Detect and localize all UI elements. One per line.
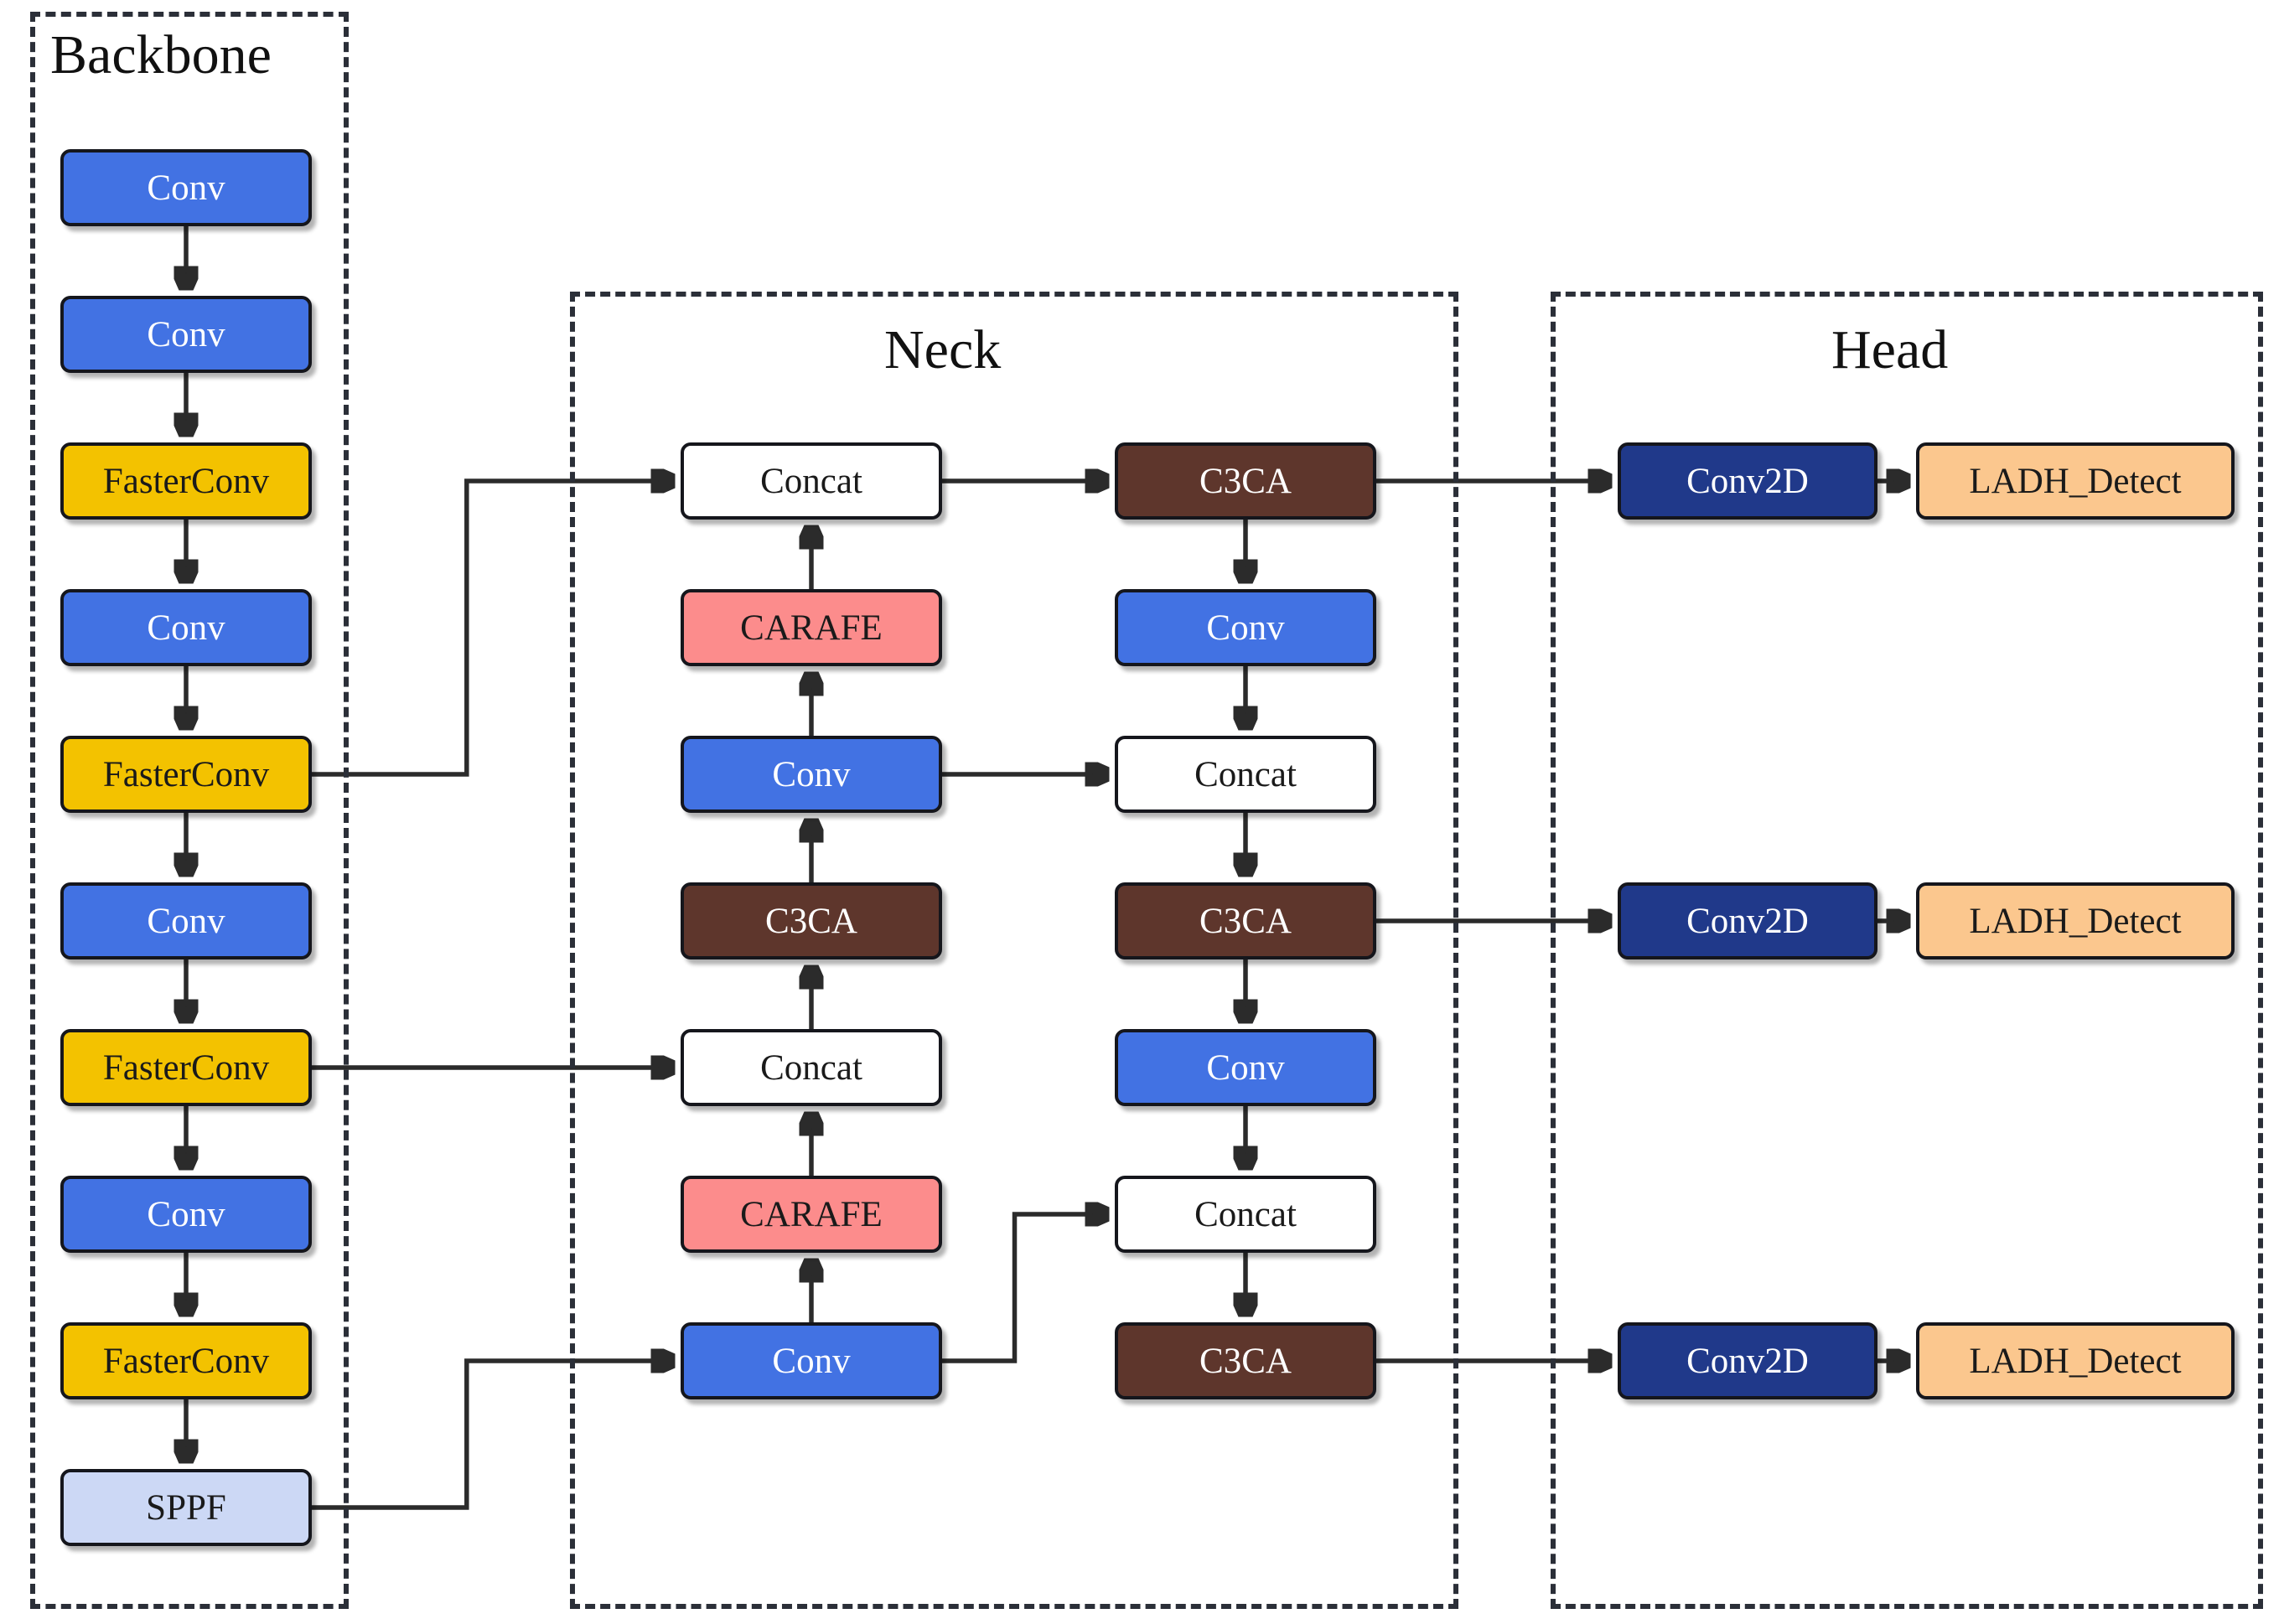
node-conv-b4[interactable]: Conv	[60, 589, 312, 666]
node-conv-b8[interactable]: Conv	[60, 1176, 312, 1253]
node-c3ca-m4[interactable]: C3CA	[1115, 882, 1376, 959]
node-c3ca-m7[interactable]: C3CA	[1115, 1322, 1376, 1399]
group-box-head	[1551, 292, 2263, 1609]
group-box-neck	[570, 292, 1458, 1609]
node-conv-n3[interactable]: Conv	[681, 736, 942, 813]
node-conv-b1[interactable]: Conv	[60, 149, 312, 226]
node-concat-m3[interactable]: Concat	[1115, 736, 1376, 813]
node-sppf-b10[interactable]: SPPF	[60, 1469, 312, 1546]
node-carafe-n6[interactable]: CARAFE	[681, 1176, 942, 1253]
node-c3ca-n4[interactable]: C3CA	[681, 882, 942, 959]
node-conv-m2[interactable]: Conv	[1115, 589, 1376, 666]
node-conv2d-h1[interactable]: Conv2D	[1618, 442, 1877, 520]
node-conv-n7[interactable]: Conv	[681, 1322, 942, 1399]
node-fasterconv-b7[interactable]: FasterConv	[60, 1029, 312, 1106]
group-title-head: Head	[1831, 319, 1949, 380]
node-conv2d-h5[interactable]: Conv2D	[1618, 1322, 1877, 1399]
node-carafe-n2[interactable]: CARAFE	[681, 589, 942, 666]
node-ladh-h4[interactable]: LADH_Detect	[1916, 882, 2235, 959]
node-ladh-h2[interactable]: LADH_Detect	[1916, 442, 2235, 520]
node-conv2d-h3[interactable]: Conv2D	[1618, 882, 1877, 959]
node-conv-m5[interactable]: Conv	[1115, 1029, 1376, 1106]
node-concat-m6[interactable]: Concat	[1115, 1176, 1376, 1253]
node-fasterconv-b3[interactable]: FasterConv	[60, 442, 312, 520]
node-c3ca-m1[interactable]: C3CA	[1115, 442, 1376, 520]
group-title-neck: Neck	[884, 319, 1002, 380]
node-concat-n5[interactable]: Concat	[681, 1029, 942, 1106]
group-box-backbone	[30, 12, 349, 1609]
node-fasterconv-b5[interactable]: FasterConv	[60, 736, 312, 813]
node-concat-n1[interactable]: Concat	[681, 442, 942, 520]
node-ladh-h6[interactable]: LADH_Detect	[1916, 1322, 2235, 1399]
node-conv-b2[interactable]: Conv	[60, 296, 312, 373]
node-conv-b6[interactable]: Conv	[60, 882, 312, 959]
group-title-backbone: Backbone	[50, 24, 272, 85]
node-fasterconv-b9[interactable]: FasterConv	[60, 1322, 312, 1399]
